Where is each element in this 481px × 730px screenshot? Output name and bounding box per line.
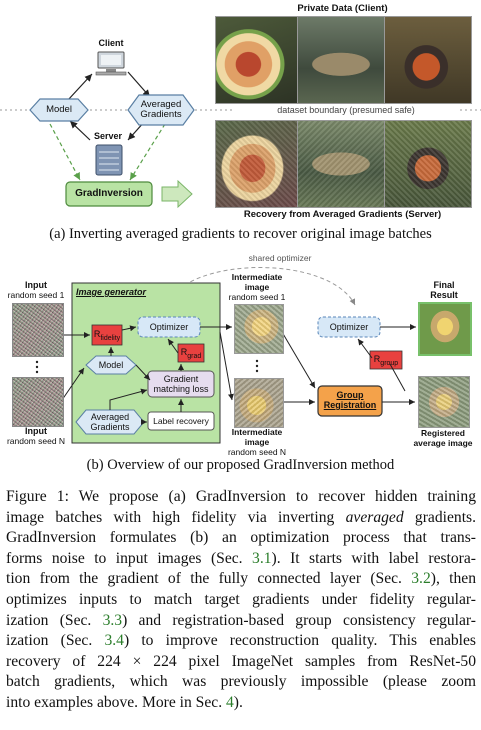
caption-line: into examples above. More in Sec. 4). xyxy=(6,693,243,711)
group-registration-label-2: Registration xyxy=(323,400,377,410)
intermediate-image-seed-n xyxy=(234,378,284,428)
final-result-image xyxy=(418,302,472,356)
section-ref-link[interactable]: 3.4 xyxy=(104,632,124,650)
intermediate-bottom-2: image xyxy=(244,437,270,447)
averaged-gradients-b-1: Averaged xyxy=(90,412,130,422)
averaged-label-2: Gradients xyxy=(140,109,182,120)
recovered-photo-grasshopper xyxy=(297,120,385,208)
arrow-model-to-client xyxy=(67,73,93,101)
recovered-photo-sandwich xyxy=(215,120,298,208)
registered-label-2: average image xyxy=(413,438,473,448)
r-group-block xyxy=(369,350,403,370)
r-grad-main: R xyxy=(180,347,188,357)
recovery-title: Recovery from Averaged Gradients (Server… xyxy=(243,209,442,220)
computer-icon xyxy=(95,51,127,76)
arrow-model-to-gradinversion xyxy=(49,123,81,181)
section-ref-link[interactable]: 4 xyxy=(226,693,234,711)
private-data-title: Private Data (Client) xyxy=(297,3,388,14)
client-label: Client xyxy=(98,38,124,48)
registered-label-1: Registered xyxy=(421,428,465,438)
figure-a: Client Model Averaged Gradients Server G… xyxy=(0,0,481,250)
boundary-label: dataset boundary (presumed safe) xyxy=(232,105,460,115)
private-photo-robin xyxy=(384,16,472,104)
shared-optimizer-label: shared optimizer xyxy=(230,253,330,263)
optimizer2-box xyxy=(317,316,381,338)
gradient-matching-label-1: Gradient xyxy=(163,374,199,384)
intermediate-top-2: image xyxy=(244,282,270,292)
caption-line: GradInversion formulates (b) an optimiza… xyxy=(6,529,476,547)
caption-b: (b) Overview of our proposed GradInversi… xyxy=(86,457,395,473)
private-photo-grasshopper xyxy=(297,16,385,104)
r-grad-sub: grad xyxy=(187,352,202,360)
section-ref-link[interactable]: 3.2 xyxy=(411,570,431,588)
ellipsis-dots-input xyxy=(35,360,39,374)
optimizer-box xyxy=(137,316,201,338)
gradient-matching-label-2: matching loss xyxy=(153,384,209,394)
big-arrow-icon xyxy=(161,179,193,209)
input-bottom-label-1: Input xyxy=(25,426,47,436)
server-icon xyxy=(95,144,123,176)
r-group-sub: group xyxy=(380,359,399,367)
noise-image-seed-1 xyxy=(12,303,64,357)
server-label: Server xyxy=(93,131,123,141)
caption-line: image batches with high fidelity via inv… xyxy=(6,508,476,526)
gradinversion-box xyxy=(65,181,153,207)
r-fidelity-block xyxy=(91,324,123,346)
figure-b: shared optimizer Input random seed 1 Inp… xyxy=(0,250,481,475)
final-result-2: Result xyxy=(430,290,458,300)
model-label-b: Model xyxy=(98,360,124,370)
section-ref-link[interactable]: 3.3 xyxy=(102,611,123,629)
figure-b-diagram xyxy=(35,267,416,444)
caption-line: forms noise to input images (Sec. 3.1). … xyxy=(6,549,476,567)
noise-image-seed-n xyxy=(12,377,64,427)
group-registration-box xyxy=(317,385,383,417)
intermediate-image-seed-1 xyxy=(234,304,284,354)
averaged-gradients-b-2: Gradients xyxy=(90,422,130,432)
caption-line: optimizes inputs to match target gradien… xyxy=(6,590,476,608)
averaged-gradients-node xyxy=(127,94,195,126)
caption-line: Figure 1: We propose (a) GradInversion t… xyxy=(6,488,476,505)
arrow-client-to-gradients xyxy=(127,71,151,98)
figure-a-diagram xyxy=(0,51,481,209)
label-recovery-label: Label recovery xyxy=(153,416,209,426)
r-fidelity-label: Rfidelity xyxy=(92,329,122,344)
gradinversion-label: GradInversion xyxy=(75,188,143,199)
group-registration-label-1: Group xyxy=(336,390,364,400)
figure-caption-paragraph: Figure 1: We propose (a) GradInversion t… xyxy=(6,487,476,714)
r-fidelity-main: R xyxy=(93,329,101,339)
registered-average-image xyxy=(418,376,470,428)
intermediate-bottom-3: random seed N xyxy=(227,447,287,457)
caption-line: ization (Sec. 3.3) and registration-base… xyxy=(6,611,476,629)
private-photo-sandwich xyxy=(215,16,298,104)
r-fidelity-sub: fidelity xyxy=(100,334,121,342)
optimizer2-label: Optimizer xyxy=(329,322,369,332)
optimizer-label: Optimizer xyxy=(149,322,189,332)
final-result-1: Final xyxy=(433,280,455,290)
caption-line: recovery of 224 × 224 pixel ImageNet sam… xyxy=(6,652,476,670)
r-group-label: Rgroup xyxy=(370,354,402,369)
averaged-label-1: Averaged xyxy=(140,99,182,110)
model-node xyxy=(29,98,89,122)
r-grad-label: Rgrad xyxy=(178,347,204,362)
input-bottom-label-2: random seed N xyxy=(6,436,66,446)
recovered-photo-robin xyxy=(384,120,472,208)
section-ref-link[interactable]: 3.1 xyxy=(252,549,272,567)
input-top-label-2: random seed 1 xyxy=(7,290,65,300)
arrow-server-to-model xyxy=(69,120,91,141)
intermediate-top-3: random seed 1 xyxy=(228,292,286,302)
ellipsis-dots-intermediate xyxy=(255,359,259,373)
input-top-label-1: Input xyxy=(25,280,47,290)
image-generator-label: Image generator xyxy=(76,287,147,297)
model-label: Model xyxy=(46,104,72,115)
r-group-main: R xyxy=(373,354,381,364)
intermediate-top-1: Intermediate xyxy=(231,272,283,282)
caption-line: ization (Sec. 3.4) to improve reconstruc… xyxy=(6,632,476,650)
caption-line: tion from the gradient of the fully conn… xyxy=(6,570,476,588)
intermediate-bottom-1: Intermediate xyxy=(231,427,283,437)
caption-line: batch gradients, which was previously im… xyxy=(6,673,476,691)
caption-a: (a) Inverting averaged gradients to reco… xyxy=(49,226,432,242)
